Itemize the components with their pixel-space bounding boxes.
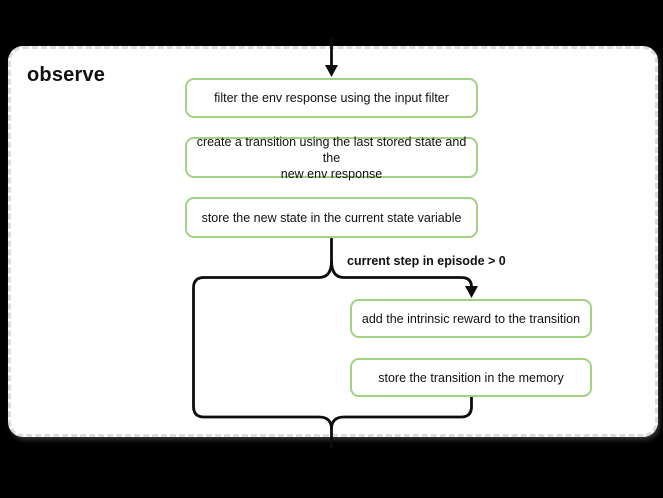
- group-title: observe: [27, 64, 106, 86]
- node-add-intrinsic-reward: add the intrinsic reward to the transiti…: [350, 299, 592, 338]
- node-label: filter the env response using the input …: [214, 91, 449, 105]
- node-filter-env-response: filter the env response using the input …: [185, 78, 478, 118]
- node-store-new-state: store the new state in the current state…: [185, 197, 478, 238]
- condition-label: current step in episode > 0: [347, 254, 506, 268]
- node-label: create a transition using the last store…: [196, 134, 467, 181]
- node-label: store the transition in the memory: [378, 370, 564, 385]
- node-store-transition: store the transition in the memory: [350, 358, 592, 397]
- node-create-transition: create a transition using the last store…: [185, 135, 478, 181]
- node-label: add the intrinsic reward to the transiti…: [361, 311, 581, 326]
- node-label: store the new state in the current state…: [201, 210, 462, 225]
